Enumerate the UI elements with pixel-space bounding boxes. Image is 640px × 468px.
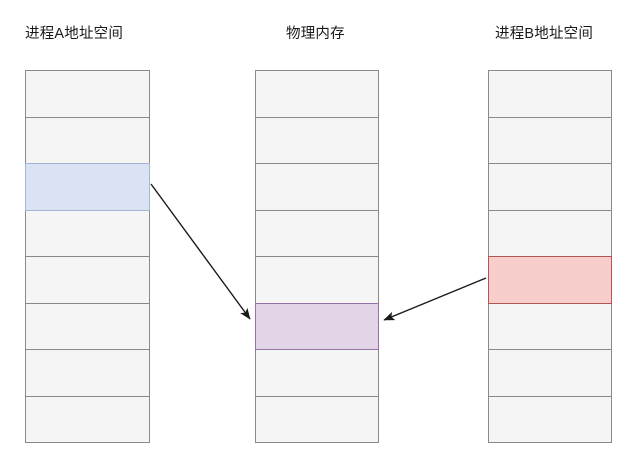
memory-cell <box>488 209 612 257</box>
memory-column-process-b <box>488 70 612 443</box>
column-label-process-b: 进程B地址空间 <box>495 26 594 42</box>
memory-cell <box>488 302 612 350</box>
memory-cell <box>25 349 150 397</box>
memory-cell <box>25 209 150 257</box>
memory-cell <box>488 70 612 118</box>
memory-cell <box>255 163 379 211</box>
memory-cell-highlight-pink <box>488 256 612 304</box>
memory-cell <box>25 302 150 350</box>
arrow-b-to-physical-icon <box>383 277 487 321</box>
memory-column-process-a <box>25 70 150 443</box>
memory-cell <box>25 116 150 164</box>
memory-cell <box>255 395 379 443</box>
memory-cell-highlight-purple <box>255 302 379 350</box>
memory-cell <box>255 70 379 118</box>
memory-cell <box>255 256 379 304</box>
memory-cell <box>25 395 150 443</box>
memory-cell <box>255 116 379 164</box>
memory-cell <box>488 163 612 211</box>
memory-cell <box>488 349 612 397</box>
memory-cell <box>488 116 612 164</box>
memory-cell <box>255 349 379 397</box>
memory-cell <box>255 209 379 257</box>
memory-column-physical-memory <box>255 70 379 443</box>
column-label-process-a: 进程A地址空间 <box>25 26 124 42</box>
memory-cell-highlight-blue <box>25 163 150 211</box>
memory-cell <box>25 70 150 118</box>
arrow-a-to-physical-icon <box>150 183 251 320</box>
memory-cell <box>488 395 612 443</box>
column-label-physical-memory: 物理内存 <box>286 26 345 42</box>
memory-cell <box>25 256 150 304</box>
